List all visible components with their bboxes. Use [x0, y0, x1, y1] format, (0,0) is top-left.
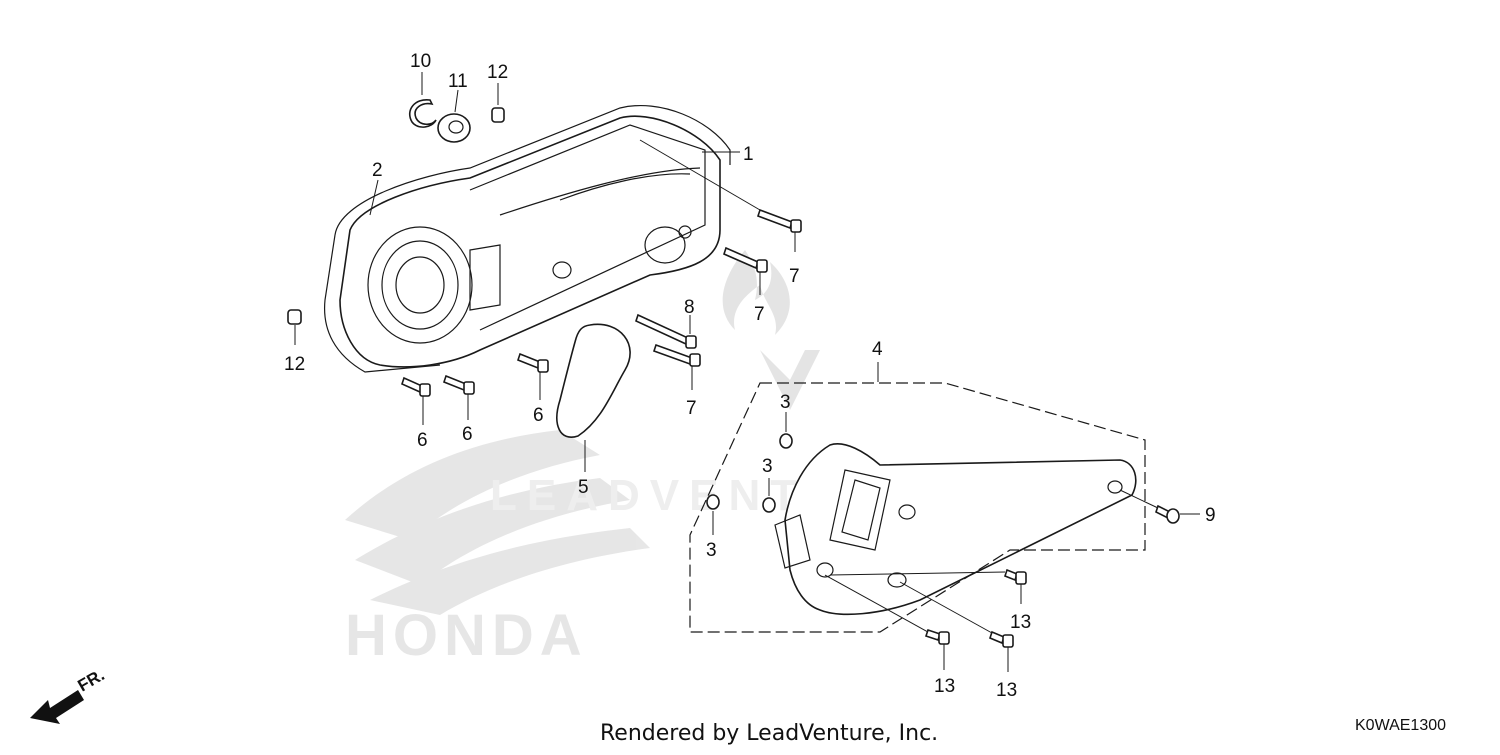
callout-12: 12	[487, 62, 508, 83]
flange-bolt-8[interactable]	[635, 313, 697, 349]
callout-7: 7	[754, 304, 765, 325]
rubber-grommet-b[interactable]	[762, 497, 776, 513]
rubber-grommet-c[interactable]	[706, 494, 720, 510]
callout-9: 9	[1205, 505, 1216, 526]
callout-7: 7	[686, 398, 697, 419]
callout-1: 1	[743, 144, 754, 165]
front-direction-arrow: FR.	[30, 665, 108, 724]
snap-ring[interactable]	[408, 99, 437, 128]
left-crankcase-cover[interactable]	[339, 115, 721, 368]
callout-5: 5	[578, 477, 589, 498]
flange-bolt-13-a[interactable]	[1004, 568, 1027, 585]
callout-2: 2	[372, 160, 383, 181]
callout-3: 3	[706, 540, 717, 561]
air-duct-seal[interactable]	[556, 323, 631, 438]
callout-11: 11	[448, 71, 468, 92]
flange-bolt-13-c[interactable]	[989, 630, 1014, 648]
flange-bolt-7-c[interactable]	[652, 343, 701, 367]
callout-6: 6	[417, 430, 428, 451]
callout-labels: 1 2 3 3 3 3 4 5 6 6 6 7 7 7 8 9 10 11 12…	[284, 51, 1216, 701]
dowel-pin-upper[interactable]	[491, 107, 505, 123]
render-credit: Rendered by LeadVenture, Inc.	[600, 721, 938, 746]
callout-6: 6	[462, 424, 473, 445]
callout-12: 12	[284, 354, 305, 375]
front-direction-label: FR.	[75, 665, 108, 695]
flange-bolt-7-a[interactable]	[756, 208, 802, 233]
callout-13: 13	[1010, 612, 1031, 633]
radial-bearing[interactable]	[437, 113, 471, 143]
callout-13: 13	[934, 676, 955, 697]
leadventure-logo-watermark	[705, 250, 820, 410]
callout-10: 10	[410, 51, 431, 72]
callout-6: 6	[533, 405, 544, 426]
callout-7: 7	[789, 266, 800, 287]
callout-3: 3	[780, 392, 791, 413]
callout-13: 13	[996, 680, 1017, 701]
diagram-code: K0WAE1300	[1355, 717, 1446, 734]
flange-bolt-6-a[interactable]	[401, 376, 431, 397]
flange-bolt-13-b[interactable]	[924, 628, 950, 645]
callout-4: 4	[872, 339, 883, 360]
honda-wing-watermark	[345, 430, 650, 615]
callout-3: 3	[762, 456, 773, 477]
flange-bolt-6-b[interactable]	[443, 374, 475, 395]
leader-lines	[294, 72, 1200, 672]
flange-bolt-7-b[interactable]	[723, 246, 768, 273]
assembly-boundary	[689, 382, 1146, 633]
flange-bolt-6-c[interactable]	[517, 352, 549, 373]
left-side-cover-assembly[interactable]	[774, 443, 1137, 616]
callout-8: 8	[684, 297, 695, 318]
dowel-pin-lower[interactable]	[287, 309, 302, 325]
rubber-grommet-a[interactable]	[779, 433, 793, 449]
cover-gasket[interactable]	[323, 104, 731, 373]
honda-watermark-text: HONDA	[345, 603, 588, 668]
tapping-screw-9[interactable]	[1155, 504, 1180, 524]
